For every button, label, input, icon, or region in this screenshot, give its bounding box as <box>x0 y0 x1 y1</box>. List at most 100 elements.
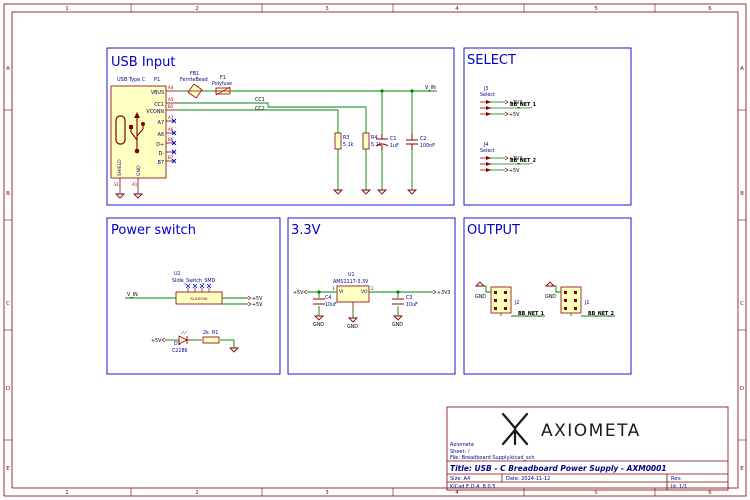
row-label: B <box>6 191 10 197</box>
c1-value: 1uF <box>390 143 399 149</box>
c1-ref: C1 <box>390 136 396 142</box>
reg-3v3-block <box>287 217 456 375</box>
tb-company: Axiometa <box>450 442 474 448</box>
column-label: 2 <box>195 490 199 496</box>
resistor-r4: R4 5.1k <box>362 132 382 150</box>
tb-id: Id: 1/1 <box>671 484 687 490</box>
row-label: C <box>740 301 744 307</box>
tb-date: Date: 2024-11-12 <box>506 476 550 482</box>
ground-icon <box>406 189 418 195</box>
usb-pin-num: B7 <box>168 155 174 160</box>
select-block <box>463 47 632 206</box>
output-net1-label: BB_NET_1 <box>518 311 544 317</box>
gnd-label: GND <box>313 322 324 328</box>
usb-pin-label: D- <box>159 151 165 157</box>
ground-symbols-output <box>474 281 556 287</box>
gnd-label: GND <box>475 294 486 300</box>
ground-symbols-reg <box>313 315 404 323</box>
output-block <box>463 217 632 375</box>
reg-out-label: +3V3 <box>437 290 450 296</box>
output-header-j2: J2 <box>490 286 519 314</box>
power-arrow-icon <box>504 155 509 173</box>
u1-ref: U1 <box>348 272 355 278</box>
axiometa-logo-text: AXIOMETA <box>541 421 641 441</box>
block-title-usb-input: USB Input <box>111 55 175 70</box>
row-label: D <box>6 386 10 392</box>
reg-in-label: +5V <box>293 290 304 296</box>
regulator-u1: U1 AMS1117-3.3V VI VO 3 2 <box>332 272 374 312</box>
column-label: 3 <box>325 6 329 12</box>
frame-column-ticks <box>4 4 746 496</box>
j4-net-label: BB_NET_2 <box>510 158 536 164</box>
block-title-select: SELECT <box>467 53 516 68</box>
tb-size: Size: A4 <box>450 476 470 482</box>
r1-ref: R1 <box>212 330 218 336</box>
j3-ref: J3 <box>483 86 488 92</box>
usb-pin-num: B5 <box>168 104 174 109</box>
usb-pin-label: VBUS <box>151 90 164 96</box>
column-label: 2 <box>195 6 199 12</box>
switch-out2-label: +5V <box>252 302 263 308</box>
c4-value: 10uF <box>325 302 337 308</box>
usb-pin-num: A6 <box>168 127 174 132</box>
usb-pin-num: A7 <box>168 115 174 120</box>
row-label: D <box>740 386 744 392</box>
column-label: 1 <box>65 490 69 496</box>
r1-value: 2k <box>203 330 209 336</box>
u1-value: AMS1117-3.3V <box>333 279 369 285</box>
c3-ref: C3 <box>406 295 412 301</box>
j3-value: Select <box>480 92 495 98</box>
j4-ref: J4 <box>483 142 488 148</box>
ground-icon <box>114 193 126 199</box>
usb-pin-num: A4 <box>168 85 174 90</box>
usb-pin-label: VCONN <box>146 109 164 115</box>
gnd-label: GND <box>347 324 358 330</box>
column-label: 5 <box>594 6 598 12</box>
led-d1: D1 C2286 <box>172 330 192 354</box>
capacitor-c2: C2 100nF <box>406 134 435 150</box>
column-label: 4 <box>455 6 459 12</box>
usb-pin-num: B6 <box>168 137 174 142</box>
ground-icon <box>313 315 325 321</box>
usb-pin-label: A6 <box>158 132 164 138</box>
block-frames <box>106 47 632 375</box>
row-label: C <box>6 301 10 307</box>
power-switch-block <box>106 217 281 375</box>
j4-value: Select <box>480 148 495 154</box>
capacitor-c4: C4 10uF <box>313 295 337 308</box>
select-jumper-j4: J4 Select +3V3 +5V BB_NET_2 <box>480 142 536 174</box>
tb-rev: Rev: <box>671 476 682 482</box>
ground-icon <box>360 189 372 195</box>
column-label: 5 <box>594 490 598 496</box>
usb-shield-label: SHIELD <box>117 159 123 176</box>
usb-pin-label: CC1 <box>154 102 164 108</box>
usb-c-connector: USB Type C P1 VBUS CC1 VCONN A7 A6 D+ D-… <box>110 77 178 190</box>
title-block <box>446 406 729 491</box>
output-net2-label: BB_NET_2 <box>588 311 614 317</box>
j3-net-label: BB_NET_1 <box>510 102 536 108</box>
row-label: E <box>740 466 744 472</box>
block-title-power-switch: Power switch <box>111 223 196 238</box>
u2-value: Slide_Switch_SMD <box>172 278 216 284</box>
j3-3v3-label: +3V3 <box>509 100 522 106</box>
row-label: A <box>6 66 10 72</box>
usb-pin-label: D+ <box>156 142 164 148</box>
usb-pin-label: A7 <box>158 120 164 126</box>
j2-ref: J2 <box>514 300 519 306</box>
capacitor-c1: C1 1uF <box>375 134 399 150</box>
led-supply-label: +5V <box>151 338 162 344</box>
column-label: 3 <box>325 490 329 496</box>
row-label: B <box>740 191 744 197</box>
usb-pin-label: B7 <box>158 160 164 166</box>
ground-icon <box>132 193 144 199</box>
net-label-cc1: CC1 <box>255 97 265 103</box>
column-label: 4 <box>455 490 459 496</box>
j3-5v-label: +5V <box>509 112 520 118</box>
u1-vi-pin: VI <box>339 289 343 295</box>
axiometa-logo-icon <box>501 412 529 446</box>
column-label: 6 <box>708 490 712 496</box>
select-jumper-j3: J3 Select +3V3 +5V BB_NET_1 <box>480 86 536 118</box>
r4-value: 5.1k <box>371 142 382 148</box>
resistor-r3: R3 5.1k <box>334 132 354 150</box>
gnd-label: GND <box>392 322 403 328</box>
